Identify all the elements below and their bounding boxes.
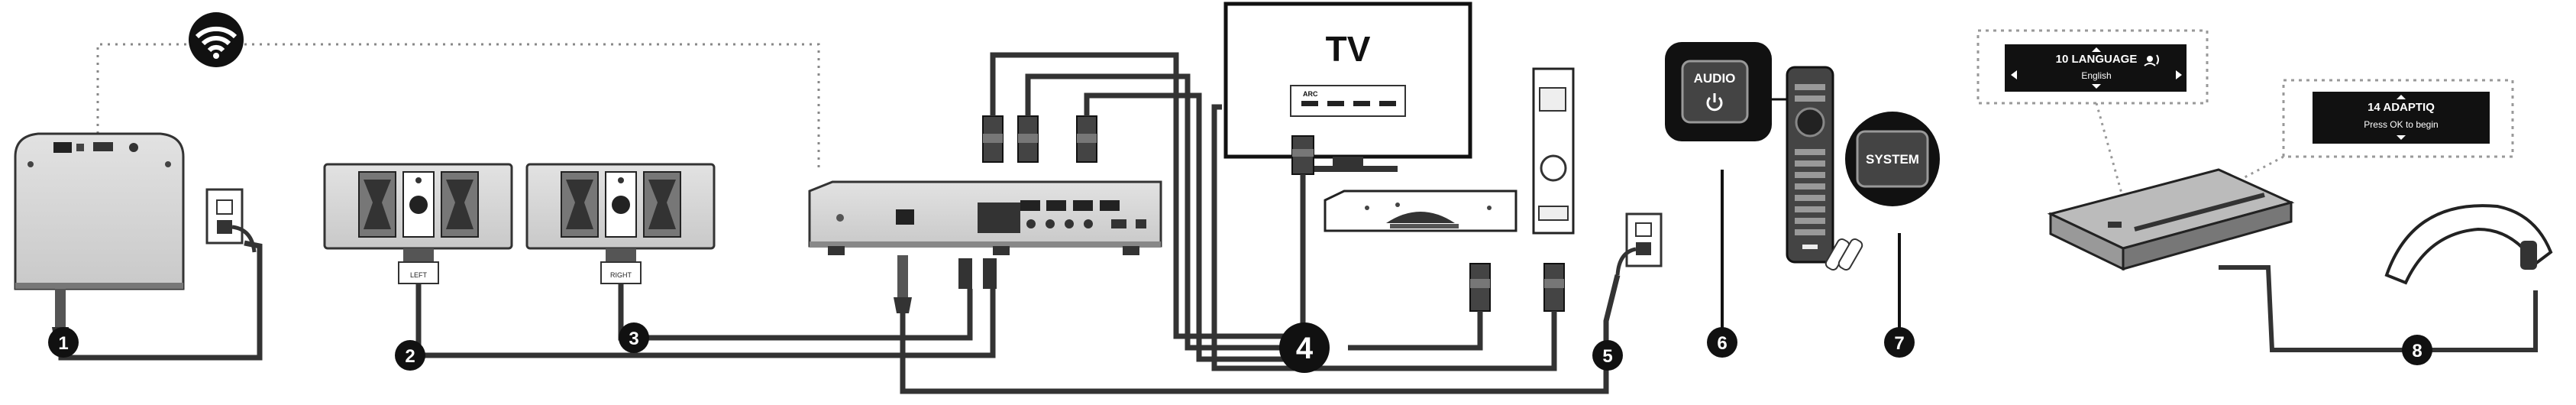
bass-module [14,132,185,290]
audio-button-label: AUDIO [1694,71,1736,86]
step-number: 2 [405,346,415,367]
wall-outlet-left [205,188,257,253]
language-screen-title: 10 LANGUAGE [2056,53,2138,66]
hdmi-plugs-console [982,115,1097,163]
hdmi-plugs-sources [1469,263,1565,312]
step-number: 4 [1296,332,1314,365]
step-number: 5 [1602,346,1612,367]
step-number: 8 [2412,341,2422,361]
wifi-icon [189,12,244,67]
speech-icon [2144,54,2159,66]
step-badge-5: 5 [1592,340,1623,371]
adaptiq-screen-value: Press OK to begin [2364,119,2438,130]
step-number: 6 [1717,333,1727,354]
step-badge-6: 6 [1707,327,1737,358]
system-button-callout: SYSTEM [1845,112,1940,206]
left-speaker-label: LEFT [410,271,428,279]
tv-title: TV [1326,29,1371,69]
step-badge-1: 1 [48,327,79,358]
headset-cable [2219,265,2538,352]
batteries [1825,238,1863,271]
cable-box [1324,190,1517,232]
step-badge-2: 2 [395,340,425,371]
language-screen-value: English [2081,70,2111,81]
console [808,180,1162,255]
tv: TV ARC [1223,2,1472,175]
adaptiq-headset [2384,204,2553,285]
remote [1786,66,1834,264]
step-number: 3 [629,329,638,349]
adaptiq-screen: 14 ADAPTIQ Press OK to begin [2282,79,2514,158]
audio-button-callout: AUDIO [1665,42,1787,141]
step-badge-8: 8 [2402,335,2432,365]
step-badge-7: 7 [1884,327,1915,358]
wall-outlet-right [1615,212,1663,276]
tv-arc-label: ARC [1303,90,1318,98]
game-console [1532,67,1575,235]
step-number: 7 [1894,333,1904,354]
step-lines [1721,170,1901,330]
step-badge-4: 4 [1279,322,1330,373]
angled-console [2047,168,2295,271]
step-number: 1 [58,333,68,354]
left-speaker: LEFT [323,163,513,284]
power-icon [1706,93,1723,112]
right-speaker: RIGHT [525,163,716,284]
adaptiq-screen-title: 14 ADAPTIQ [2368,101,2435,114]
wifi-link-lines [96,43,820,170]
system-button-label: SYSTEM [1866,152,1919,167]
step-badge-3: 3 [619,322,649,353]
language-screen: 10 LANGUAGE English [1976,29,2209,105]
right-speaker-label: RIGHT [610,271,632,279]
console-cable-plugs [894,255,997,313]
